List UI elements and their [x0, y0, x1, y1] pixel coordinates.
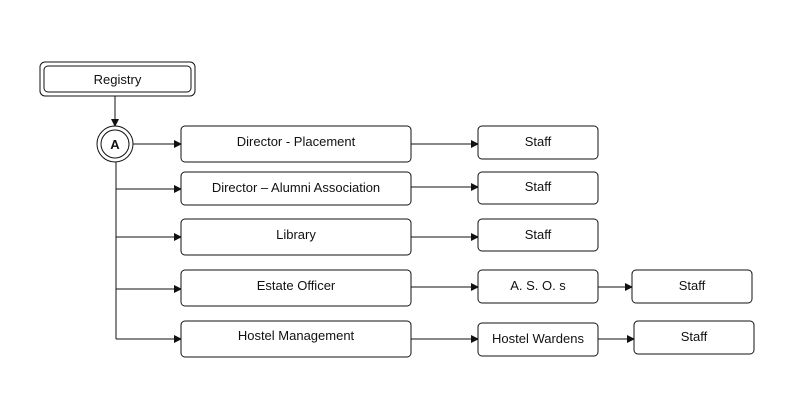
registry-inner-border [43, 65, 192, 93]
estate-officer-node: Estate Officer [180, 269, 412, 307]
connector-label: A [110, 137, 120, 152]
registry-label: Registry [94, 72, 142, 87]
library-staff-label: Staff [525, 227, 552, 242]
asos-node: A. S. O. s [477, 269, 599, 304]
estate-staff-box [631, 269, 753, 304]
hostel-staff-box [633, 320, 755, 355]
director-alumni-label: Director – Alumni Association [212, 180, 380, 195]
asos-label: A. S. O. s [510, 278, 566, 293]
director-alumni-box [180, 171, 412, 206]
hostel-wardens-label: Hostel Wardens [492, 331, 584, 346]
library-staff-box [477, 218, 599, 252]
library-node: Library [180, 218, 412, 256]
library-staff-node: Staff [477, 218, 599, 252]
hostel-management-label: Hostel Management [238, 328, 355, 343]
hostel-wardens-node: Hostel Wardens [477, 322, 599, 357]
estate-staff-node: Staff [631, 269, 753, 304]
connector-inner-circle [100, 129, 130, 159]
placement-staff-box [477, 125, 599, 160]
alumni-staff-label: Staff [525, 179, 552, 194]
placement-staff-label: Staff [525, 134, 552, 149]
library-label: Library [276, 227, 316, 242]
director-placement-label: Director - Placement [237, 134, 356, 149]
director-placement-node: Director - Placement [180, 125, 412, 163]
estate-officer-box [180, 269, 412, 307]
estate-officer-label: Estate Officer [257, 278, 336, 293]
connector-node: A [96, 125, 134, 163]
alumni-staff-box [477, 171, 599, 205]
director-alumni-node: Director – Alumni Association [180, 171, 412, 206]
alumni-staff-node: Staff [477, 171, 599, 205]
placement-staff-node: Staff [477, 125, 599, 160]
hostel-staff-node: Staff [633, 320, 755, 355]
hostel-management-node: Hostel Management [180, 320, 412, 358]
registry-node: Registry [39, 61, 196, 97]
estate-staff-label: Staff [679, 278, 706, 293]
hostel-staff-label: Staff [681, 329, 708, 344]
